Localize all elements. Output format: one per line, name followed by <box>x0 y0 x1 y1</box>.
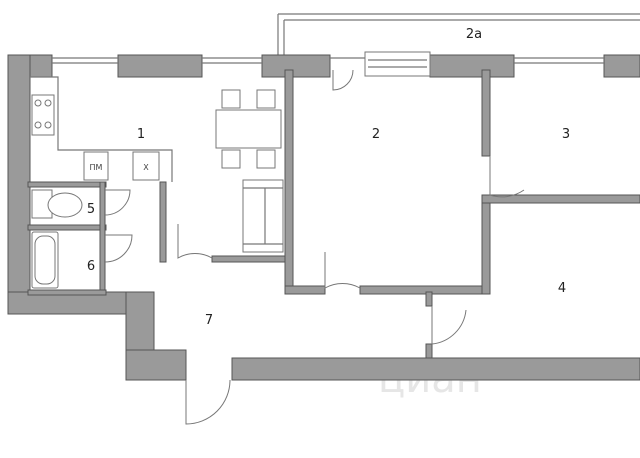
wall-room2-bottom-left <box>284 285 326 295</box>
dining-table <box>215 109 282 149</box>
wall-stub-a <box>425 291 433 307</box>
balcony-outline <box>277 13 640 55</box>
wall-bath-mid <box>27 224 107 231</box>
dishwasher-label: ПМ <box>90 163 103 172</box>
door-balcony <box>332 69 354 91</box>
doors <box>104 69 525 425</box>
kitchen: ПМ Х <box>30 76 173 182</box>
wall-kitchen-partition <box>159 181 167 263</box>
wall-top-room3 <box>429 54 515 78</box>
wall-room2-right-lower <box>481 194 491 295</box>
door-room3 <box>489 156 525 198</box>
room-label-7: 7 <box>205 313 213 328</box>
wall-kitchen-bottom <box>211 255 291 263</box>
wall-room2-bottom-right <box>359 285 491 295</box>
dining-set <box>215 89 282 169</box>
room-label-2: 2 <box>372 127 380 142</box>
wall-bath-top <box>27 181 107 188</box>
bathtub <box>31 231 59 289</box>
wall-corridor-bottom <box>231 357 640 381</box>
wall-bath-right <box>99 181 106 293</box>
door-kitchen <box>177 224 213 259</box>
sofa <box>242 179 284 253</box>
door-bath5 <box>104 189 131 216</box>
walls <box>7 54 640 381</box>
room-label-2a: 2a <box>466 27 482 42</box>
wall-top-kitchen <box>117 54 203 78</box>
toilet-bowl <box>47 192 83 218</box>
wall-left <box>7 54 31 314</box>
sofa-body <box>242 179 284 253</box>
wall-stub-b <box>425 343 433 359</box>
wall-room2-right-upper <box>481 69 491 157</box>
wall-bath-bottom <box>27 289 107 296</box>
room-label-4: 4 <box>558 281 566 296</box>
room-label-3: 3 <box>562 127 570 142</box>
wall-stair-base <box>125 349 187 381</box>
chair <box>221 89 241 109</box>
fridge-label: Х <box>143 163 149 172</box>
wall-top-mid <box>261 54 331 78</box>
dishwasher <box>83 151 109 181</box>
chair <box>256 89 276 109</box>
bathtub-inner <box>34 235 56 285</box>
room-label-6: 6 <box>87 259 95 274</box>
balcony-window <box>364 51 431 77</box>
wall-room3-bottom <box>481 194 640 204</box>
chair <box>221 149 241 169</box>
kitchen-counter <box>30 76 173 182</box>
toilet <box>31 189 83 219</box>
room-label-1: 1 <box>137 127 145 142</box>
fridge <box>132 151 160 181</box>
chair <box>256 149 276 169</box>
door-bath6 <box>104 234 133 263</box>
door-room2 <box>324 252 361 289</box>
door-room4 <box>431 306 467 345</box>
wall-room2-left <box>284 69 294 293</box>
wall-top-right <box>603 54 640 78</box>
room-label-5: 5 <box>87 202 95 217</box>
door-entrance <box>185 379 231 425</box>
room-labels: 1 2 2a 3 4 5 6 7 <box>87 27 570 328</box>
